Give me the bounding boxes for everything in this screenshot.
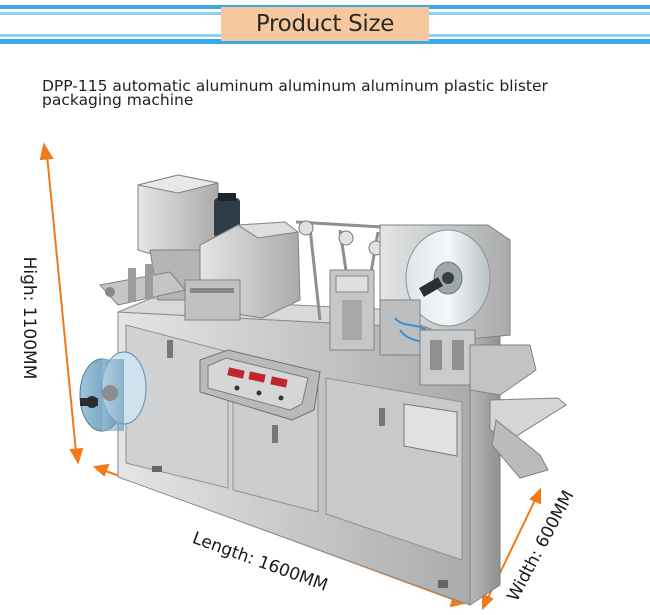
forming-station — [99, 264, 186, 306]
output-chute — [469, 344, 567, 479]
height-dimension-label: High: 1100MM — [19, 256, 39, 380]
height-arrow — [39, 142, 84, 465]
product-title: DPP-115 automatic aluminum aluminum alum… — [42, 77, 548, 109]
header-stripe-bottom — [0, 39, 650, 44]
page-title: Product Size — [255, 11, 395, 37]
sealing-station — [329, 269, 476, 386]
motor-block — [184, 193, 301, 321]
control-panel — [199, 349, 321, 421]
header-band: Product Size — [0, 0, 650, 50]
pvc-roll — [79, 351, 147, 432]
header-title-box: Product Size — [221, 7, 429, 41]
